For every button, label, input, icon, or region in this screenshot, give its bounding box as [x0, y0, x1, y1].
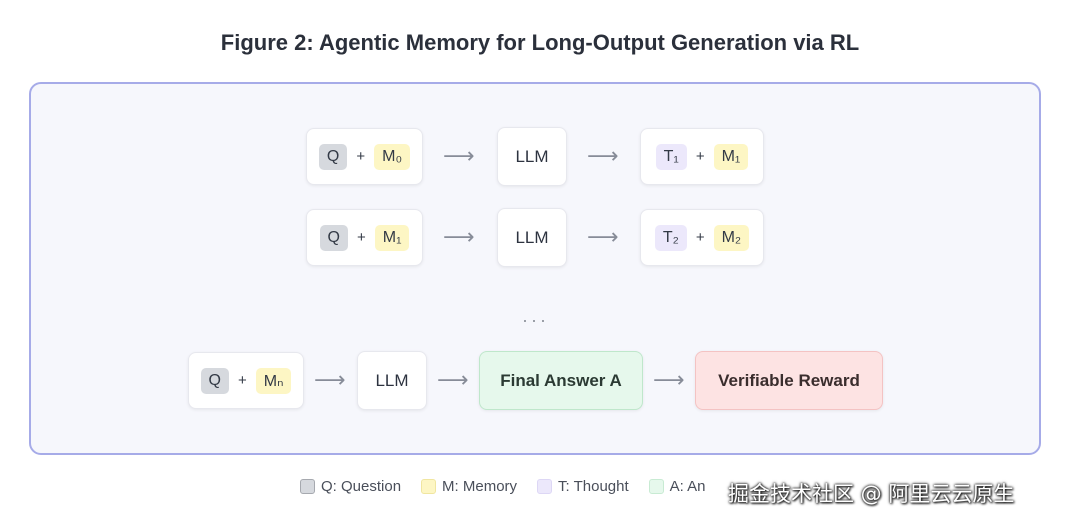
- row1-llm-box: LLM: [497, 127, 567, 186]
- thought-token: T₁: [655, 143, 687, 170]
- arrow-icon: ⟶: [443, 143, 475, 168]
- question-token: Q: [319, 224, 348, 251]
- thought-swatch-icon: [537, 479, 553, 494]
- row2-llm-box: LLM: [497, 208, 567, 267]
- memory-token: M₀: [374, 143, 411, 170]
- arrow-icon: ⟶: [653, 367, 685, 392]
- verifiable-reward-box: Verifiable Reward: [695, 351, 883, 410]
- memory-token: M₁: [713, 143, 749, 170]
- watermark: 掘金技术社区 @ 阿里云云原生: [728, 482, 1015, 506]
- memory-token: M₂: [713, 224, 750, 251]
- memory-swatch-icon: [421, 479, 437, 494]
- plus-sign: +: [356, 229, 366, 246]
- memory-token: M₁: [374, 224, 410, 251]
- legend-item-question: Q: Question: [300, 478, 401, 495]
- plus-sign: +: [695, 148, 705, 165]
- legend-label: T: Thought: [558, 478, 629, 495]
- row1-output-box: T₁ + M₁: [640, 128, 764, 185]
- arrow-icon: ⟶: [587, 143, 619, 168]
- legend-label: Q: Question: [321, 478, 402, 495]
- final-input-box: Q + Mₙ: [188, 352, 304, 409]
- plus-sign: +: [237, 372, 247, 389]
- plus-sign: +: [695, 229, 705, 246]
- thought-token: T₂: [654, 224, 687, 251]
- ellipsis: ···: [522, 310, 549, 330]
- question-swatch-icon: [300, 479, 315, 494]
- legend-item-thought: T: Thought: [537, 478, 629, 495]
- row1-input-box: Q + M₀: [306, 128, 423, 185]
- arrow-icon: ⟶: [587, 224, 619, 249]
- plus-sign: +: [356, 148, 366, 165]
- legend: Q: Question M: Memory T: Thought A: An: [300, 478, 706, 495]
- row2-input-box: Q + M₁: [306, 209, 423, 266]
- legend-label: A: An: [669, 478, 706, 495]
- legend-item-memory: M: Memory: [421, 478, 517, 495]
- row2-output-box: T₂ + M₂: [640, 209, 764, 266]
- final-llm-box: LLM: [357, 351, 427, 410]
- legend-label: M: Memory: [442, 478, 518, 495]
- legend-item-answer: A: An: [648, 478, 706, 495]
- arrow-icon: ⟶: [314, 367, 346, 392]
- answer-swatch-icon: [648, 479, 664, 494]
- arrow-icon: ⟶: [443, 224, 475, 249]
- arrow-icon: ⟶: [437, 367, 469, 392]
- question-token: Q: [318, 143, 348, 170]
- final-answer-box: Final Answer A: [479, 351, 643, 410]
- figure-title: Figure 2: Agentic Memory for Long-Output…: [220, 30, 860, 55]
- memory-token: Mₙ: [255, 367, 292, 394]
- question-token: Q: [200, 367, 229, 394]
